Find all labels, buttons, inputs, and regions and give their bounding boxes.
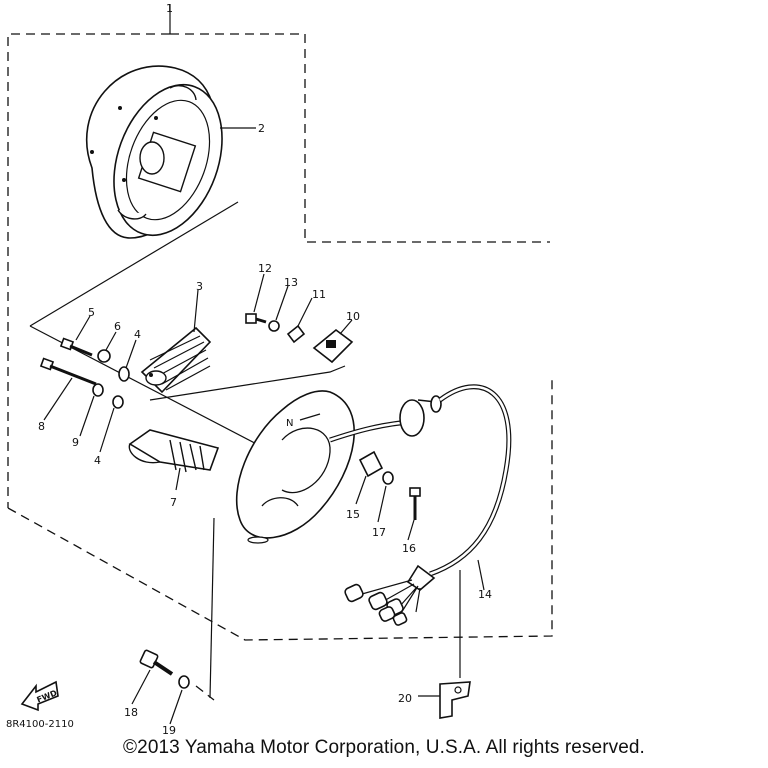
callout-3: 3: [196, 280, 203, 293]
leader-14: [477, 559, 485, 591]
bolt-18: [139, 649, 174, 676]
leader-15: [355, 475, 367, 505]
flywheel-rotor: [85, 65, 223, 239]
mounting-axis-dash: [195, 685, 215, 701]
subassembly-frame-top: [29, 201, 239, 327]
leader-5: [75, 315, 91, 341]
screw-12: [245, 313, 267, 324]
grommet: [399, 399, 425, 437]
bracket-20: [439, 681, 471, 719]
callout-19: 19: [162, 724, 176, 737]
leader-9: [79, 395, 95, 437]
diagram-reference-code: 8R4100-2110: [6, 719, 74, 730]
callout-2: 2: [258, 122, 265, 135]
washer-9: [92, 383, 104, 397]
copyright-notice: ©2013 Yamaha Motor Corporation, U.S.A. A…: [123, 737, 645, 758]
leader-10: [339, 319, 353, 335]
leader-16: [407, 519, 415, 541]
leader-7: [175, 467, 181, 491]
callout-1: 1: [166, 2, 173, 15]
plate-marking: N: [286, 418, 293, 429]
pulser-coil: [128, 429, 220, 473]
callout-12: 12: [258, 262, 272, 275]
screw-5: [59, 337, 93, 357]
callout-7: 7: [170, 496, 177, 509]
callout-17: 17: [372, 526, 386, 539]
callout-4-lower: 4: [94, 454, 101, 467]
charging-coil: [140, 326, 212, 394]
washer-6: [97, 349, 111, 363]
callout-15: 15: [346, 508, 360, 521]
wire-harness: [329, 384, 512, 626]
washer-19: [178, 675, 190, 689]
leader-4-upper: [125, 339, 137, 369]
washer-13: [268, 320, 280, 332]
leader-6: [105, 331, 117, 351]
callout-16: 16: [402, 542, 416, 555]
subassembly-frame-mid: [149, 365, 346, 401]
callout-6: 6: [114, 320, 121, 333]
callout-4-upper: 4: [134, 328, 141, 341]
leader-11: [297, 297, 313, 327]
callout-13: 13: [284, 276, 298, 289]
spacer-4-lower: [112, 395, 124, 409]
callout-10: 10: [346, 310, 360, 323]
mounting-axis: [209, 517, 215, 699]
leader-4-lower: [99, 407, 115, 453]
callout-5: 5: [88, 306, 95, 319]
washer-17: [382, 471, 394, 485]
bracket-10: [312, 328, 354, 364]
stator-base-plate: N: [235, 390, 355, 544]
fwd-arrow-icon: FWD: [20, 680, 59, 712]
callout-11: 11: [312, 288, 326, 301]
spacer-4-upper: [118, 366, 130, 382]
leader-12: [253, 273, 265, 313]
callout-20: 20: [398, 692, 412, 705]
callout-18: 18: [124, 706, 138, 719]
clip-11: [286, 324, 306, 344]
leader-17: [377, 485, 387, 523]
leader-18: [131, 669, 151, 705]
screw-8: [39, 357, 97, 386]
bolt-16: [409, 487, 421, 520]
leader-13: [275, 285, 289, 321]
clamp-15: [358, 450, 384, 478]
callout-14: 14: [478, 588, 492, 601]
assembly-boundary: [7, 4, 553, 641]
leader-19: [169, 689, 183, 725]
leader-8: [43, 377, 73, 421]
leader-3: [193, 289, 199, 333]
callout-9: 9: [72, 436, 79, 449]
callout-8: 8: [38, 420, 45, 433]
